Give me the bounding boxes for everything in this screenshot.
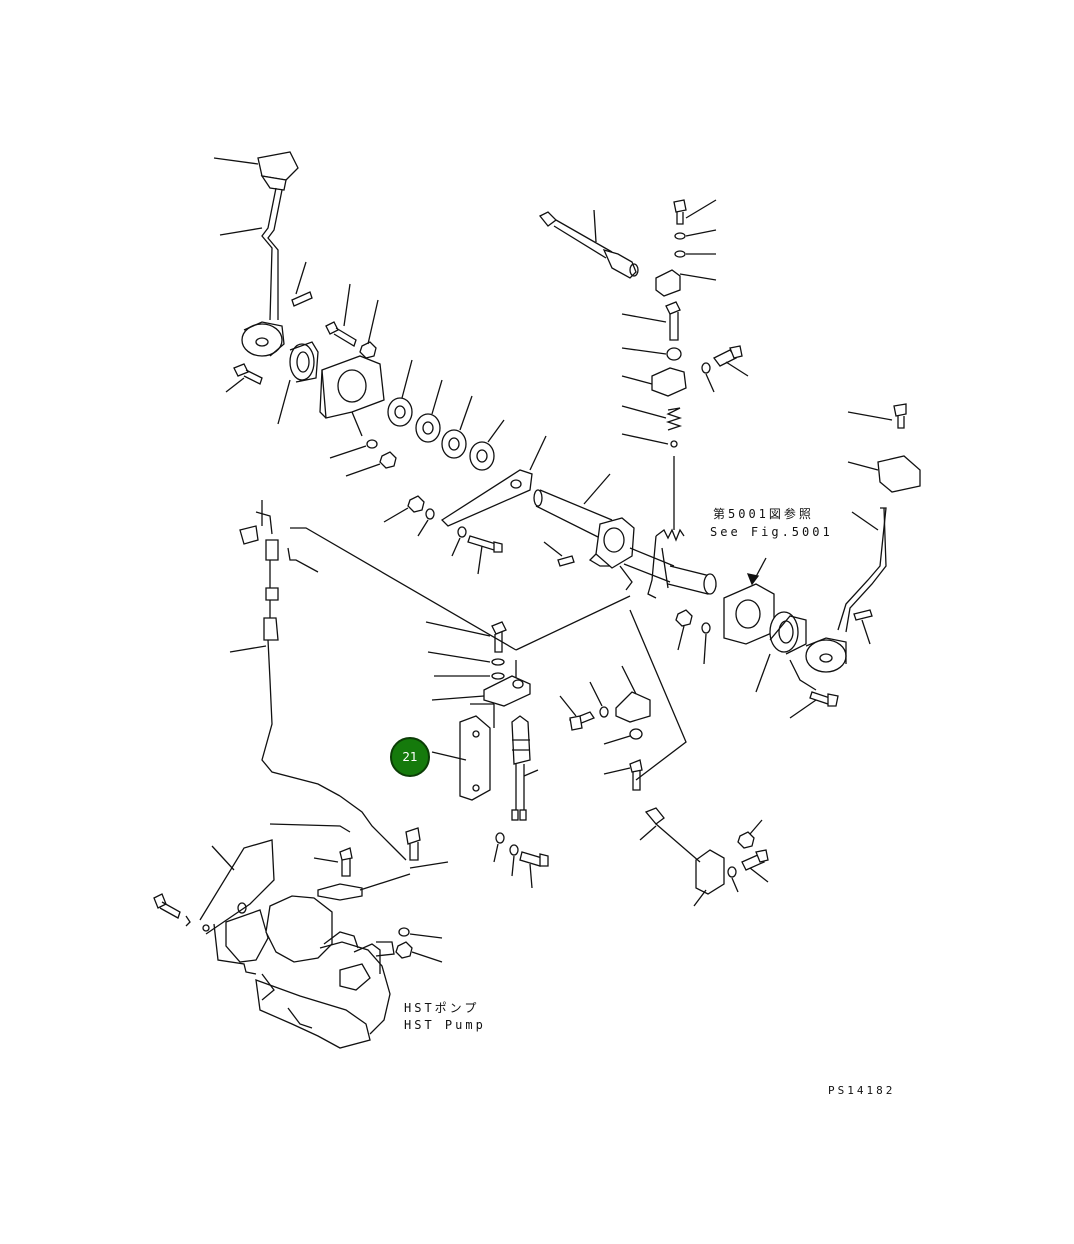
left-control-lever	[213, 151, 299, 357]
pin	[543, 541, 575, 567]
bolt	[425, 621, 507, 653]
switch	[511, 715, 539, 821]
bolt	[467, 535, 503, 575]
bolt	[325, 283, 357, 347]
lever-arm	[440, 435, 547, 527]
right-control-lever	[805, 507, 887, 673]
figure-reference-jp: 第5001図参照	[713, 507, 814, 521]
pin	[853, 609, 873, 645]
nut	[675, 609, 693, 651]
washer	[451, 526, 467, 557]
nut	[621, 347, 682, 361]
washer	[509, 844, 519, 877]
washer	[434, 672, 505, 680]
washer	[674, 229, 717, 240]
bolt	[405, 827, 421, 861]
bolt	[639, 807, 665, 841]
plate	[317, 861, 449, 901]
knob	[847, 455, 921, 493]
lever-boss	[755, 611, 807, 693]
figure-reference-en: See Fig.5001	[710, 525, 833, 539]
washer	[398, 927, 443, 939]
spring	[647, 528, 685, 599]
clip	[655, 269, 717, 297]
cross-shaft	[533, 473, 717, 595]
bolt	[603, 759, 643, 791]
nut	[345, 451, 397, 477]
lever-boss	[277, 341, 319, 425]
washer	[427, 651, 505, 666]
bracket	[655, 823, 725, 907]
bolt	[789, 691, 839, 719]
bolt	[313, 847, 353, 877]
bolt	[519, 851, 549, 889]
linkage-rod	[290, 527, 687, 781]
washer	[329, 439, 378, 459]
washer	[417, 508, 435, 537]
bolt	[741, 849, 769, 883]
pin	[291, 261, 313, 307]
washer	[493, 832, 505, 863]
bolt	[673, 199, 717, 225]
washer	[674, 250, 716, 258]
hst-pump-label-jp: HSTポンプ	[404, 1001, 480, 1015]
nut	[395, 941, 443, 963]
leader-line	[789, 659, 817, 691]
part-callout-21[interactable]: 21	[390, 737, 430, 777]
bolt	[847, 403, 907, 429]
bolt	[153, 893, 181, 919]
hst-pump	[199, 823, 395, 1049]
bolt	[621, 301, 681, 341]
nut	[383, 495, 425, 523]
spacer	[415, 379, 443, 443]
washer	[589, 681, 609, 718]
bracket	[431, 703, 495, 801]
mounting-plate	[319, 355, 385, 437]
control-cable	[229, 500, 407, 861]
nut	[359, 299, 379, 359]
washer	[185, 915, 191, 927]
spacer	[441, 395, 473, 459]
bracket	[621, 367, 687, 397]
control-cable	[538, 209, 639, 279]
nut	[737, 819, 763, 849]
mounting-plate	[723, 557, 775, 645]
bracket	[431, 675, 531, 707]
spacer	[387, 359, 413, 427]
drawing-number: PS14182	[828, 1084, 896, 1097]
spacer	[469, 419, 505, 471]
hst-pump-label-en: HST Pump	[404, 1018, 486, 1032]
nut	[603, 728, 643, 745]
callout-number: 21	[402, 750, 418, 764]
spring	[621, 405, 683, 431]
bracket	[615, 665, 651, 723]
bolt	[559, 695, 595, 731]
bolt	[225, 363, 263, 393]
bolt	[713, 345, 749, 377]
ball	[621, 433, 678, 448]
washer	[701, 622, 711, 665]
washer	[727, 866, 739, 893]
washer	[701, 362, 715, 393]
